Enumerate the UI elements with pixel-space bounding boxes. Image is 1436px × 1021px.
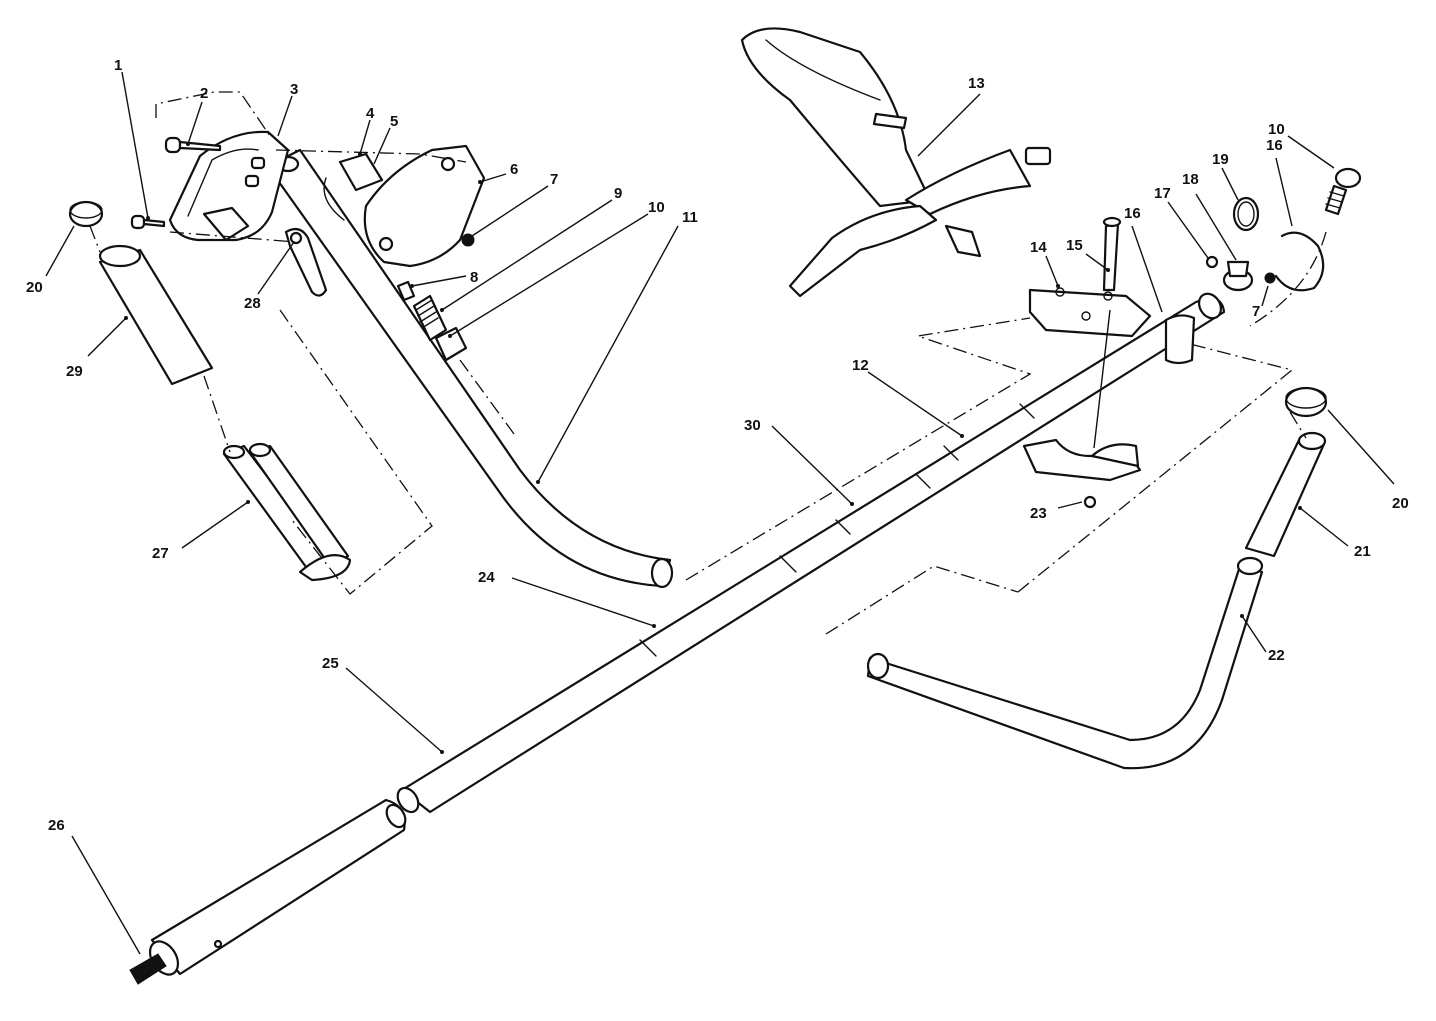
spring-right (1324, 167, 1362, 216)
callout-3: 3 (290, 81, 298, 98)
grip-right (1244, 386, 1328, 558)
callout-23: 23 (1030, 505, 1047, 522)
main-shaft (129, 292, 1226, 985)
leader-dots (124, 142, 1302, 754)
callout-18: 18 (1182, 171, 1199, 188)
callout-15: 15 (1066, 237, 1083, 254)
callout-6: 6 (510, 161, 518, 178)
callout-16-right: 16 (1266, 137, 1283, 154)
leader-lines (45, 71, 1395, 955)
callout-24: 24 (478, 569, 495, 586)
callout-21: 21 (1354, 543, 1371, 560)
callout-25: 25 (322, 655, 339, 672)
callout-26: 26 (48, 817, 65, 834)
spring-left (396, 280, 468, 362)
shaft-clips (1164, 196, 1325, 365)
callout-14: 14 (1030, 239, 1047, 256)
callout-5: 5 (390, 113, 398, 130)
handle-bracket (222, 442, 352, 582)
callout-4: 4 (366, 105, 375, 122)
callout-11: 11 (682, 209, 698, 226)
callout-8: 8 (470, 269, 478, 286)
callout-17: 17 (1154, 185, 1171, 202)
shaft-clamp (1022, 216, 1152, 509)
callout-13: 13 (968, 75, 985, 92)
callout-20-left: 20 (26, 279, 43, 296)
callout-28: 28 (244, 295, 261, 312)
loop-handle-upper (272, 148, 674, 589)
callout-22: 22 (1268, 647, 1285, 664)
callout-20-right: 20 (1392, 495, 1409, 512)
callout-7-left: 7 (550, 171, 558, 188)
callout-7-right: 7 (1252, 303, 1260, 320)
callout-30: 30 (744, 417, 761, 434)
callout-16-left: 16 (1124, 205, 1141, 222)
callout-27: 27 (152, 545, 169, 562)
callout-9: 9 (614, 185, 622, 202)
loop-handle-lower (866, 556, 1264, 770)
callout-19: 19 (1212, 151, 1229, 168)
grip-left (68, 200, 214, 386)
shoulder-harness (740, 27, 1052, 298)
callout-12: 12 (852, 357, 869, 374)
callout-29: 29 (66, 363, 83, 380)
switch-cover (323, 144, 486, 268)
callout-1: 1 (114, 57, 122, 74)
callout-10-right: 10 (1268, 121, 1285, 138)
assembly-lines (89, 91, 1327, 635)
callout-2: 2 (200, 85, 208, 102)
callout-10-left: 10 (648, 199, 665, 216)
callout-labels: 1 2 3 4 5 6 7 7 8 9 10 10 11 12 13 14 15… (26, 57, 1409, 834)
throttle-housing (168, 130, 328, 297)
